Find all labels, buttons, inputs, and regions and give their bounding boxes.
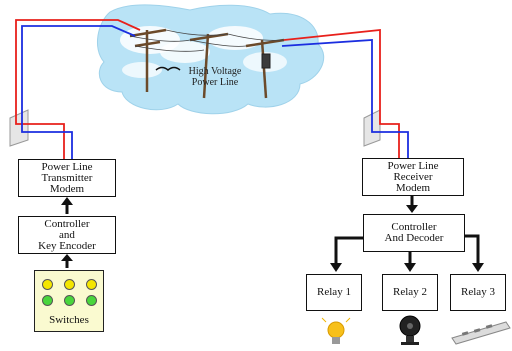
power-strip-icon — [451, 321, 511, 345]
bulb-icon — [321, 317, 351, 344]
left-wiring — [15, 19, 141, 159]
controller-encoder-block: Controller and Key Encoder — [18, 216, 116, 254]
switch-led-5 — [64, 295, 75, 306]
tx-arrows — [61, 197, 73, 268]
switch-led-4 — [42, 295, 53, 306]
relay-3-block: Relay 3 — [450, 274, 506, 311]
switch-led-6 — [86, 295, 97, 306]
rx-arrows — [334, 196, 480, 264]
overhead-lines — [129, 29, 285, 52]
transmitter-modem-block: Power Line Transmitter Modem — [18, 159, 116, 197]
fan-icon — [399, 315, 421, 345]
power-line-label: High Voltage Power Line — [188, 66, 242, 88]
relay-1-block: Relay 1 — [306, 274, 362, 311]
switches-label: Switches — [49, 314, 89, 326]
receiver-modem-block: Power Line Receiver Modem — [362, 158, 464, 196]
rx-arrowheads — [330, 205, 484, 272]
right-wiring — [281, 29, 409, 158]
utility-poles — [129, 28, 285, 99]
bird-icon — [155, 66, 181, 71]
switch-led-1 — [42, 279, 53, 290]
switch-led-3 — [86, 279, 97, 290]
controller-decoder-block: Controller And Decoder — [363, 214, 465, 252]
relay-2-block: Relay 2 — [382, 274, 438, 311]
left-wall-socket — [9, 109, 29, 147]
power-line-cloud — [96, 4, 325, 115]
switch-led-2 — [64, 279, 75, 290]
switches-panel: Switches — [34, 270, 104, 332]
